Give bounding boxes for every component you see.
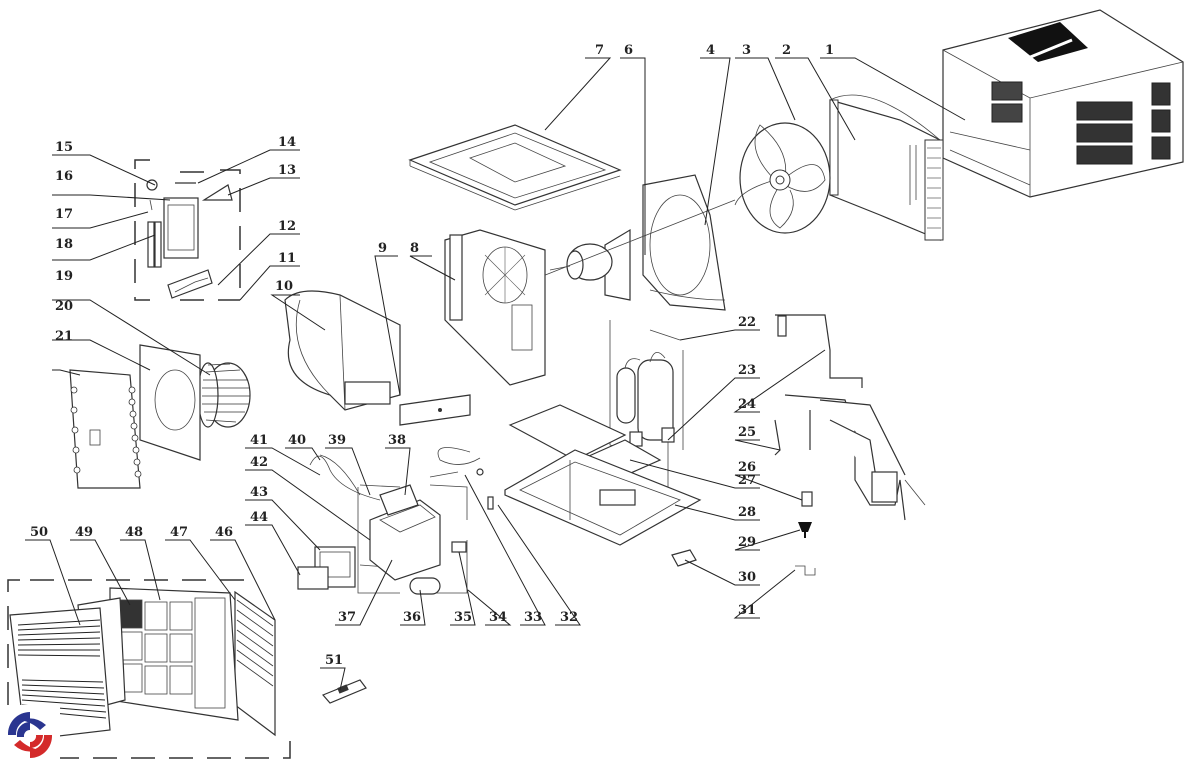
callout-50: 50	[30, 525, 48, 540]
callout-28: 28	[738, 505, 756, 520]
callout-16: 16	[55, 169, 73, 184]
callout-8: 8	[410, 241, 419, 256]
part-evaporator	[69, 369, 142, 489]
callout-7: 7	[595, 43, 604, 58]
callout-3: 3	[742, 43, 751, 58]
callout-41: 41	[250, 433, 268, 448]
callout-40: 40	[288, 433, 306, 448]
callout-31: 31	[738, 603, 756, 618]
callout-30: 30	[738, 570, 756, 585]
callout-13: 13	[278, 163, 296, 178]
callout-21: 21	[55, 329, 73, 344]
callout-34: 34	[489, 610, 507, 625]
part-support-plate	[399, 394, 471, 426]
callout-36: 36	[403, 610, 421, 625]
callout-numbers: 1 2 3 4 6 7 8 9 10 11 12 13 14 15 16 17 …	[30, 43, 834, 668]
callout-20: 20	[55, 299, 73, 314]
callout-32: 32	[560, 610, 578, 625]
callout-49: 49	[75, 525, 93, 540]
callout-15: 15	[55, 140, 73, 155]
callout-10: 10	[275, 279, 293, 294]
callout-37: 37	[338, 610, 356, 625]
part-partition-plate	[444, 229, 546, 386]
callout-47: 47	[170, 525, 188, 540]
callout-12: 12	[278, 219, 296, 234]
part-fan-shroud	[642, 174, 726, 311]
callout-27: 27	[738, 473, 756, 488]
callout-9: 9	[378, 241, 387, 256]
callout-26: 26	[738, 460, 756, 475]
callout-48: 48	[125, 525, 143, 540]
callout-23: 23	[738, 363, 756, 378]
part-evaporator-frame	[139, 344, 201, 461]
part-axial-fan	[734, 122, 831, 234]
callout-4: 4	[706, 43, 715, 58]
callout-39: 39	[328, 433, 346, 448]
part-base-pan	[504, 404, 702, 546]
callout-42: 42	[250, 455, 268, 470]
part-top-panel	[408, 124, 622, 211]
callout-35: 35	[454, 610, 472, 625]
callout-44: 44	[250, 510, 268, 525]
part-piping	[774, 314, 926, 521]
callout-2: 2	[782, 43, 791, 58]
callout-14: 14	[278, 135, 296, 150]
callout-24: 24	[738, 397, 756, 412]
part-electrical	[297, 447, 494, 595]
callout-51: 51	[325, 653, 343, 668]
callout-6: 6	[624, 43, 633, 58]
part-cabinet	[942, 9, 1184, 198]
callout-33: 33	[524, 610, 542, 625]
callout-1: 1	[825, 43, 834, 58]
callout-17: 17	[55, 207, 73, 222]
part-compressor	[609, 320, 684, 495]
part-condenser	[829, 94, 944, 241]
leader-lines	[25, 57, 966, 691]
part-louver-assembly	[134, 159, 241, 301]
callout-38: 38	[388, 433, 406, 448]
part-volute	[284, 290, 401, 411]
brand-logo	[0, 705, 60, 765]
part-remote-control	[321, 679, 367, 704]
callout-46: 46	[215, 525, 233, 540]
callout-29: 29	[738, 535, 756, 550]
callout-19: 19	[55, 269, 73, 284]
part-centrifugal-fan	[197, 362, 251, 428]
part-fan-motor	[519, 199, 736, 301]
callout-11: 11	[278, 251, 296, 266]
callout-43: 43	[250, 485, 268, 500]
callout-22: 22	[738, 315, 756, 330]
callout-18: 18	[55, 237, 73, 252]
callout-25: 25	[738, 425, 756, 440]
